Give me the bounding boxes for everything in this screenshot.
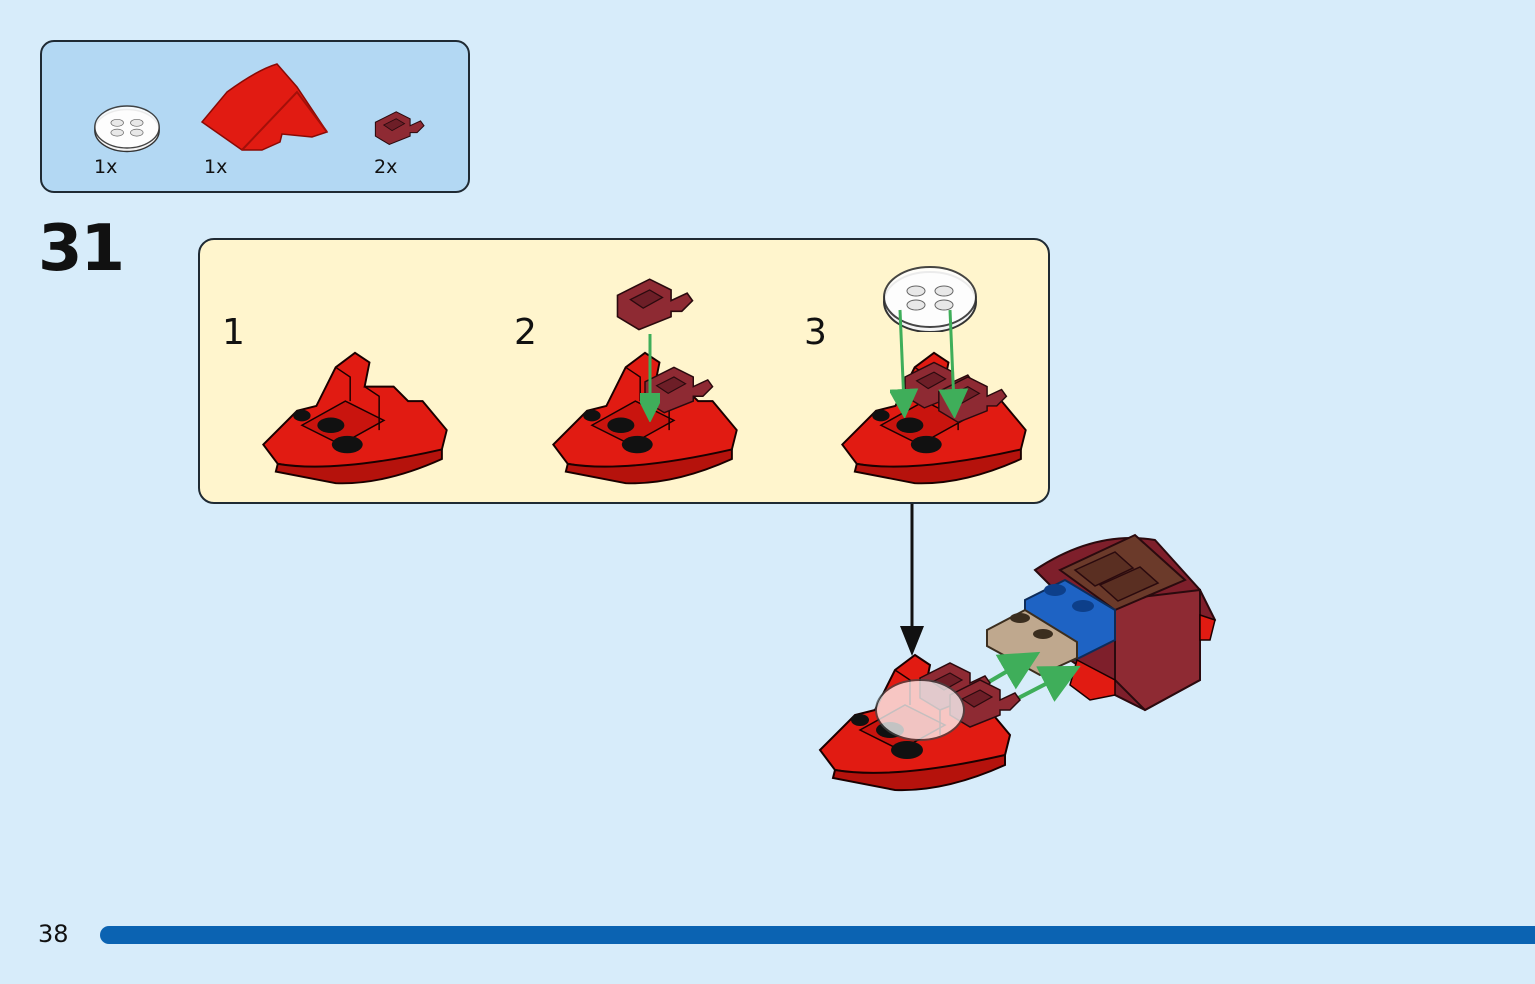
substep-number: 2 [514, 312, 537, 353]
round-plate-trans-clear-icon [94, 105, 160, 153]
assembly-arrow-green [640, 334, 660, 422]
assembly-arrow-green [890, 309, 969, 418]
part-item: 1x [92, 102, 162, 182]
part-item: 1x [200, 62, 332, 182]
connector-arrow [900, 504, 924, 656]
part-quantity: 1x [94, 156, 118, 178]
page-number: 38 [38, 920, 69, 948]
main-assembly-illustration [819, 533, 1217, 792]
part-quantity: 1x [204, 156, 228, 178]
parts-list-box: 1x 1x 2x [40, 40, 470, 193]
page-progress-bar [100, 926, 1535, 944]
substep-number: 1 [222, 312, 245, 353]
clip-plate-illustration [616, 278, 694, 331]
part-quantity: 2x [374, 156, 398, 178]
vehicle-body [986, 533, 1217, 712]
part-item: 2x [374, 102, 434, 182]
curved-slope-red-icon [200, 63, 329, 151]
clip-plate-dark-red-icon [374, 111, 425, 145]
wedge-brick-illustration [819, 654, 1021, 792]
substep-number: 3 [804, 312, 827, 353]
step-number: 31 [38, 212, 125, 286]
substep-callout-box: 1 2 3 [198, 238, 1050, 504]
wedge-brick-illustration [262, 351, 448, 485]
